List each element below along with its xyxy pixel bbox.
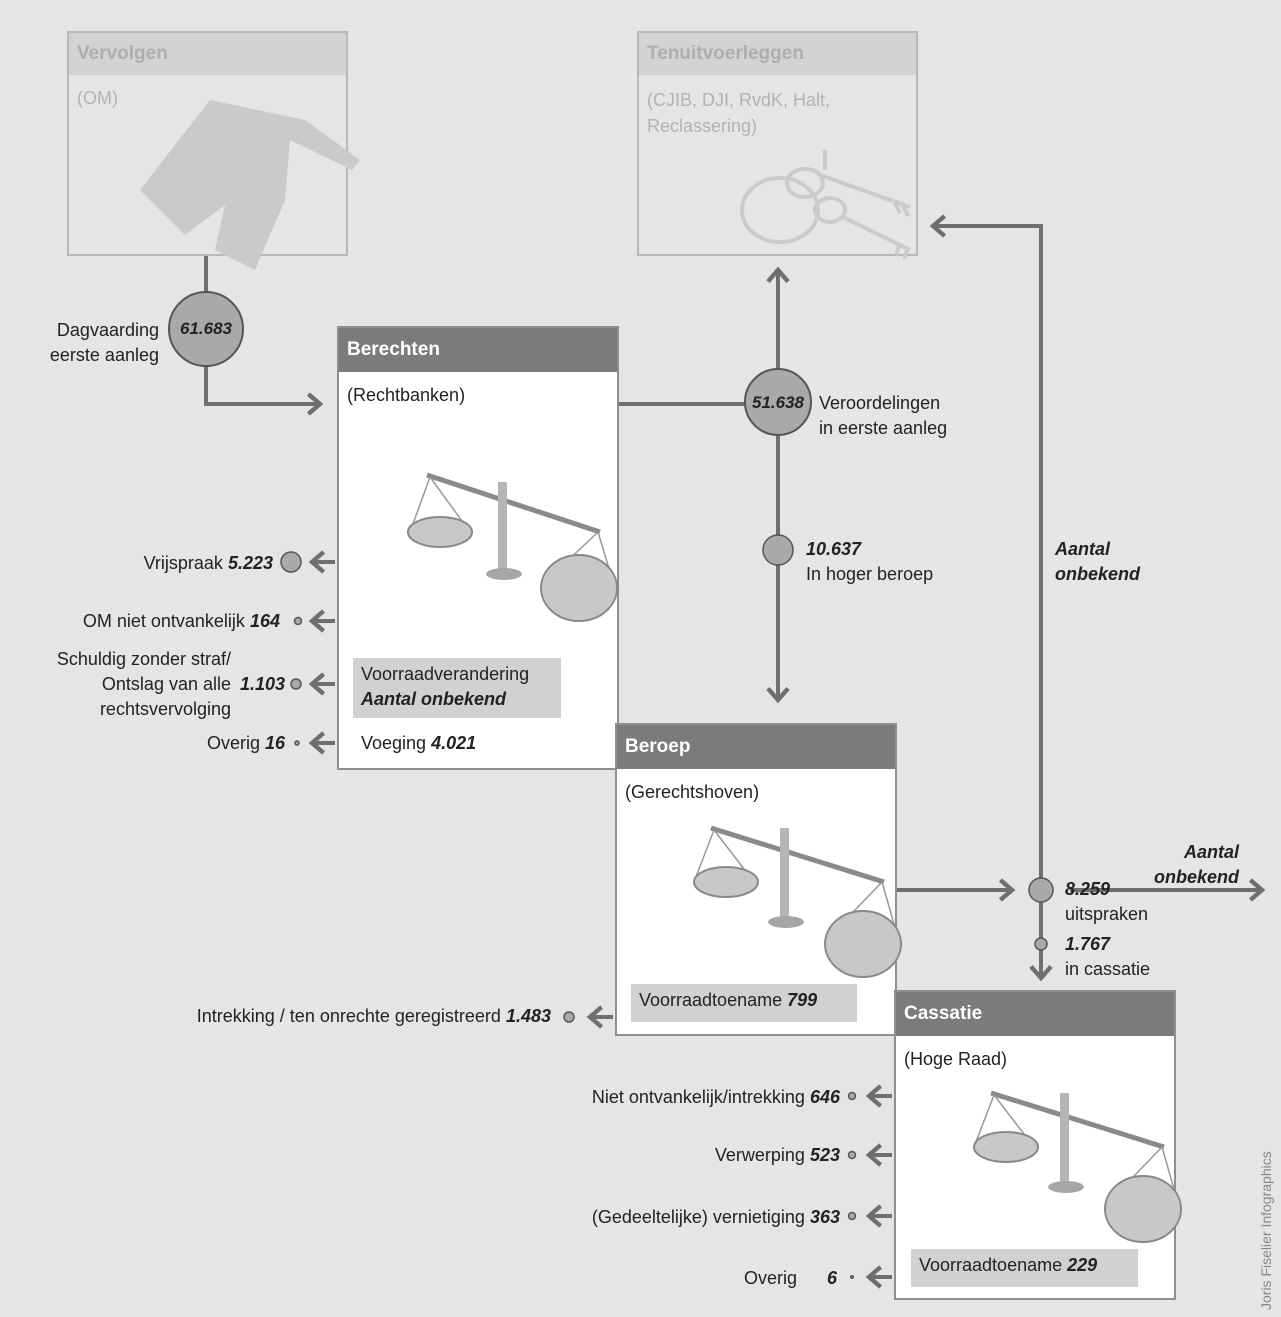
veroordelingen-value: 51.638	[752, 393, 804, 412]
voeging-label: Voeging	[361, 733, 427, 753]
voeging-row: Voeging 4.021	[361, 731, 476, 756]
berechten-overig-value: 16	[264, 733, 285, 753]
aantal-onbekend-tenuit-1: Aantal	[1055, 539, 1111, 559]
niet-ontvankelijk-row: Niet ontvankelijk/intrekking 646	[592, 1085, 840, 1110]
vrijspraak-label: Vrijspraak	[143, 553, 223, 573]
intrekking-node	[563, 1011, 575, 1023]
hoger-beroep-label: 10.637 In hoger beroep	[806, 537, 933, 587]
uitspraken-text: uitspraken	[1065, 904, 1149, 924]
box-beroep: Beroep (Gerechtshoven)	[615, 723, 897, 1036]
box-tenuitvoerleggen-subtitle-1: (CJIB, DJI, RvdK, Halt,	[647, 90, 831, 110]
cassatie-overig-label: Overig	[744, 1268, 798, 1288]
dagvaarding-label-1: Dagvaarding	[56, 320, 159, 340]
berechten-overig-node	[294, 740, 300, 746]
scales-icon	[973, 1090, 1182, 1243]
berechten-overig-row: Overig 16	[207, 731, 285, 756]
box-cassatie-subtitle: (Hoge Raad)	[904, 1049, 1008, 1069]
om-niet-value: 164	[249, 611, 280, 631]
vrijspraak-node	[280, 551, 302, 573]
scales-icon	[693, 825, 902, 978]
aantal-onbekend-uitspraken-1: Aantal	[1183, 842, 1239, 862]
cassatie-overig-node	[850, 1275, 854, 1279]
voorraadverandering-label: Voorraadverandering	[361, 664, 530, 684]
vrijspraak-row: Vrijspraak 5.223	[144, 551, 273, 576]
box-beroep-title: Beroep	[617, 725, 895, 769]
om-niet-label: OM niet ontvankelijk	[82, 611, 245, 631]
dagvaarding-node	[168, 291, 244, 367]
aantal-onbekend-uitspraken: Aantal onbekend	[1154, 840, 1239, 890]
intrekking-value: 1.483	[505, 1006, 551, 1026]
box-beroep-subtitle: (Gerechtshoven)	[625, 782, 760, 802]
intrekking-row: Intrekking / ten onrechte geregistreerd …	[197, 1004, 551, 1029]
veroordelingen-label-2: in eerste aanleg	[819, 418, 948, 438]
cassatie-in-label: 1.767 in cassatie	[1065, 932, 1150, 982]
cassatie-voorraad-value: 229	[1067, 1255, 1098, 1275]
niet-ontvankelijk-node	[847, 1091, 857, 1101]
schuldig-node	[290, 678, 302, 690]
veroordelingen-node	[744, 368, 812, 436]
cassatie-in-node	[1034, 937, 1048, 951]
cassatie-in-value: 1.767	[1065, 934, 1111, 954]
uitspraken-label: 8.259 uitspraken	[1065, 877, 1148, 927]
box-vervolgen-title: Vervolgen	[69, 33, 346, 75]
niet-ontvankelijk-label: Niet ontvankelijk/intrekking	[591, 1087, 805, 1107]
box-berechten-title: Berechten	[339, 328, 617, 372]
schuldig-label-2: Ontslag van alle	[101, 674, 231, 694]
box-tenuitvoerleggen: Tenuitvoerleggen (CJIB, DJI, RvdK, Halt,…	[637, 31, 918, 256]
dagvaarding-label: Dagvaarding eerste aanleg	[50, 318, 159, 368]
schuldig-row: Schuldig zonder straf/ Ontslag van alle …	[57, 647, 231, 722]
schuldig-label-1: Schuldig zonder straf/	[56, 649, 231, 669]
veroordelingen-label-1: Veroordelingen	[819, 393, 941, 413]
verwerping-node	[847, 1150, 857, 1160]
om-niet-row: OM niet ontvankelijk 164	[83, 609, 280, 634]
keys-icon	[740, 150, 911, 260]
aantal-onbekend-uitspraken-2: onbekend	[1153, 867, 1239, 887]
voorraadverandering-value: Aantal onbekend	[361, 689, 507, 709]
box-cassatie-title: Cassatie	[896, 992, 1174, 1036]
box-vervolgen: Vervolgen (OM)	[67, 31, 348, 256]
voorraadverandering-box: Voorraadverandering Aantal onbekend	[353, 658, 561, 718]
dagvaarding-label-2: eerste aanleg	[49, 345, 159, 365]
box-tenuitvoerleggen-title: Tenuitvoerleggen	[639, 33, 916, 75]
vernietiging-row: (Gedeeltelijke) vernietiging 363	[592, 1205, 840, 1230]
veroordelingen-label: Veroordelingen in eerste aanleg	[819, 391, 947, 441]
prosecutor-robe-icon	[140, 100, 360, 270]
hoger-beroep-text: In hoger beroep	[806, 564, 934, 584]
scales-icon	[407, 472, 618, 622]
aantal-onbekend-tenuit-2: onbekend	[1055, 564, 1141, 584]
flow-uitspraken-to-tenuit-line	[933, 226, 1043, 890]
voeging-value: 4.021	[431, 733, 477, 753]
schuldig-value: 1.103	[240, 674, 286, 694]
vrijspraak-value: 5.223	[227, 553, 273, 573]
verwerping-label: Verwerping	[714, 1145, 805, 1165]
beroep-voorraad-value: 799	[787, 990, 818, 1010]
vernietiging-label: (Gedeeltelijke) vernietiging	[591, 1207, 805, 1227]
verwerping-row: Verwerping 523	[715, 1143, 840, 1168]
intrekking-label: Intrekking / ten onrechte geregistreerd	[196, 1006, 501, 1026]
box-berechten-subtitle: (Rechtbanken)	[347, 385, 466, 405]
cassatie-voorraad-box: Voorraadtoename 229	[911, 1249, 1138, 1287]
vernietiging-value: 363	[809, 1207, 840, 1227]
credit: Joris Fiselier Infographics	[1258, 1151, 1274, 1310]
beroep-voorraad-box: Voorraadtoename 799	[631, 984, 857, 1022]
uitspraken-node	[1028, 877, 1054, 903]
schuldig-label-3: rechtsvervolging	[99, 699, 231, 719]
hoger-beroep-node	[762, 534, 794, 566]
hoger-beroep-value: 10.637	[806, 539, 862, 559]
vernietiging-node	[847, 1211, 857, 1221]
box-vervolgen-subtitle: (OM)	[77, 88, 118, 108]
cassatie-overig-value: 6	[827, 1268, 838, 1288]
beroep-voorraad-label: Voorraadtoename	[639, 990, 783, 1010]
om-niet-node	[293, 616, 303, 626]
cassatie-in-text: in cassatie	[1065, 959, 1151, 979]
verwerping-value: 523	[809, 1145, 840, 1165]
niet-ontvankelijk-value: 646	[809, 1087, 840, 1107]
aantal-onbekend-tenuit: Aantal onbekend	[1055, 537, 1140, 587]
cassatie-voorraad-label: Voorraadtoename	[919, 1255, 1063, 1275]
box-tenuitvoerleggen-subtitle-2: Reclassering)	[647, 116, 758, 136]
uitspraken-value: 8.259	[1065, 879, 1111, 899]
dagvaarding-value: 61.683	[180, 319, 232, 338]
berechten-overig-label: Overig	[206, 733, 260, 753]
